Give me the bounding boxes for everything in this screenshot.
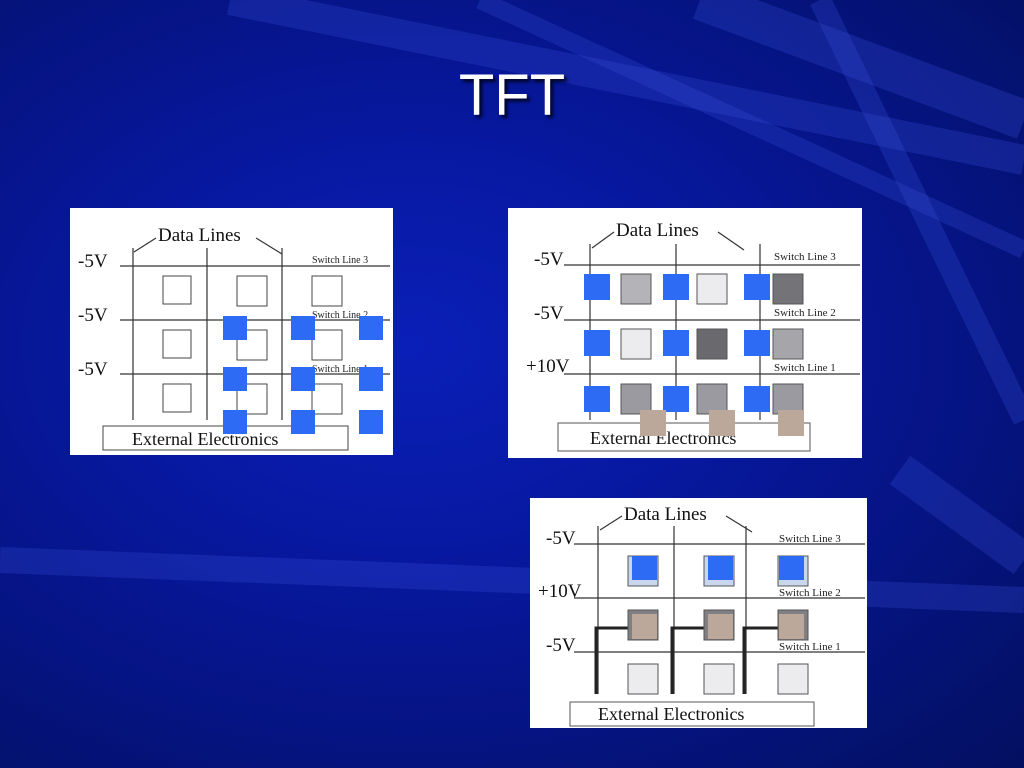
charge-indicator xyxy=(779,556,804,580)
tft-diagram-top-right: Data Lines -5V -5V +10V Switch Line 3 Sw… xyxy=(508,208,862,458)
row-voltage: +10V xyxy=(526,356,570,377)
row-voltage: -5V xyxy=(534,303,564,324)
switch-line-label: Switch Line 2 xyxy=(312,310,368,321)
charged-pixel-indicator xyxy=(778,410,804,436)
charge-indicator xyxy=(359,316,383,340)
charge-indicator xyxy=(584,386,610,412)
charged-pixel-indicator xyxy=(709,410,735,436)
switch-line-label: Switch Line 3 xyxy=(774,251,836,263)
charge-indicator xyxy=(663,386,689,412)
tft-diagram-bottom-right: Data Lines -5V +10V xyxy=(530,498,867,728)
charge-indicator xyxy=(663,274,689,300)
charge-indicator xyxy=(632,556,657,580)
switch-line-label: Switch Line 3 xyxy=(312,255,368,266)
charge-indicator xyxy=(744,386,770,412)
switch-line-label: Switch Line 1 xyxy=(312,364,368,375)
data-lines-label: Data Lines xyxy=(158,225,241,246)
charge-indicator xyxy=(291,367,315,391)
external-electronics-label: External Electronics xyxy=(590,428,736,448)
row-voltage: -5V xyxy=(78,359,108,380)
tft-diagram-left: Data Lines -5V -5V -5V Switch Line 3 Swi… xyxy=(70,208,393,455)
charge-indicator xyxy=(584,274,610,300)
charge-indicator xyxy=(708,556,733,580)
switch-line-label: Switch Line 1 xyxy=(779,641,841,653)
external-electronics-label: External Electronics xyxy=(598,704,744,724)
charged-pixel-indicator xyxy=(708,614,733,639)
charge-indicator xyxy=(223,410,247,434)
charge-indicator xyxy=(291,316,315,340)
charge-indicator xyxy=(359,367,383,391)
charge-indicator xyxy=(223,367,247,391)
switch-line-label: Switch Line 3 xyxy=(779,533,841,545)
switch-line-label: Switch Line 1 xyxy=(774,362,836,374)
charged-pixel-indicator xyxy=(779,614,804,639)
charged-pixel-indicator xyxy=(640,410,666,436)
charge-indicator xyxy=(291,410,315,434)
external-electronics-label: External Electronics xyxy=(132,429,278,449)
row-voltage: -5V xyxy=(546,635,576,656)
charge-indicator xyxy=(584,330,610,356)
charge-indicator xyxy=(663,330,689,356)
charged-pixel-indicator xyxy=(632,614,657,639)
row-voltage: -5V xyxy=(534,249,564,270)
row-voltage: +10V xyxy=(538,581,582,602)
data-lines-label: Data Lines xyxy=(624,504,707,525)
row-voltage: -5V xyxy=(78,305,108,326)
row-voltage: -5V xyxy=(78,251,108,272)
switch-line-label: Switch Line 2 xyxy=(779,587,841,599)
row-voltage: -5V xyxy=(546,528,576,549)
data-lines-label: Data Lines xyxy=(616,220,699,241)
charge-indicator xyxy=(744,274,770,300)
slide-title: TFT xyxy=(458,63,566,128)
charge-indicator xyxy=(223,316,247,340)
switch-line-label: Switch Line 2 xyxy=(774,307,836,319)
charge-indicator xyxy=(359,410,383,434)
charge-indicator xyxy=(744,330,770,356)
